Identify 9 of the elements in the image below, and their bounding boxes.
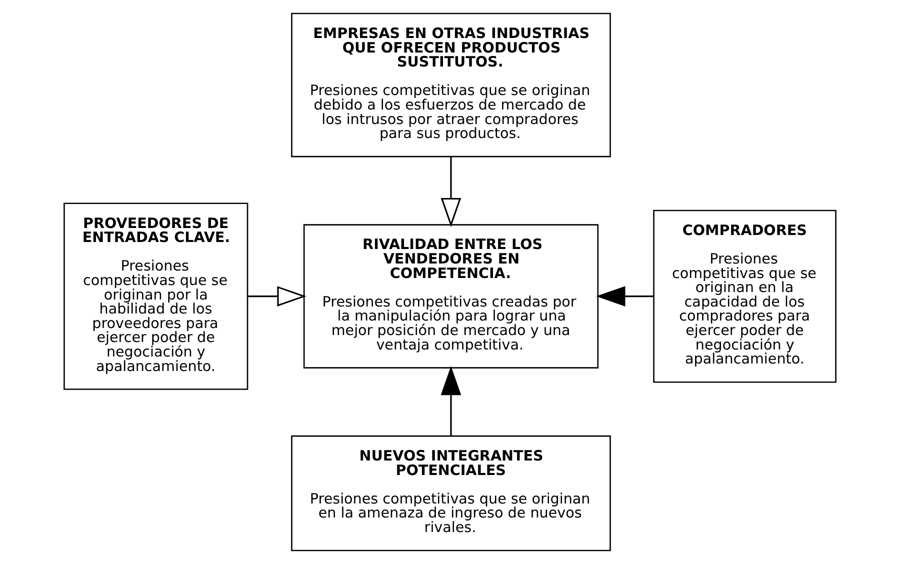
arrow <box>440 156 461 228</box>
node-box: EMPRESAS EN OTRAS INDUSTRIAS QUE OFRECEN PRODUCTOS SUSTITUTOS. Presiones competitivas que se originan debido a los esfuerzos de mercado de los intrusos por atraer compradores para sus productos. <box>290 12 610 158</box>
node-box: NUEVOS INTEGRANTES POTENCIALES Presiones competitivas que se originan en la amenaza de ingreso de nuevos rivales. <box>290 435 610 552</box>
arrow <box>596 286 653 306</box>
arrow <box>248 286 306 306</box>
node-box: COMPRADORES Presiones competitivas que se originan en la capacidad de los compradores para ejercer poder de negociación y apalancamiento. <box>652 210 836 383</box>
arrow <box>440 366 461 436</box>
node-box: PROVEEDORES DE ENTRADAS CLAVE. Presiones competitivas que se originan por la habilidad de los proveedores para ejercer poder de negociación y apalancamiento. <box>63 202 248 390</box>
node-box: RIVALIDAD ENTRE LOS VENDEDORES EN COMPETENCIA. Presiones competitivas creadas por la manipulación para lograr una mejor posición de mercado y una ventaja competitiva. <box>302 224 598 368</box>
